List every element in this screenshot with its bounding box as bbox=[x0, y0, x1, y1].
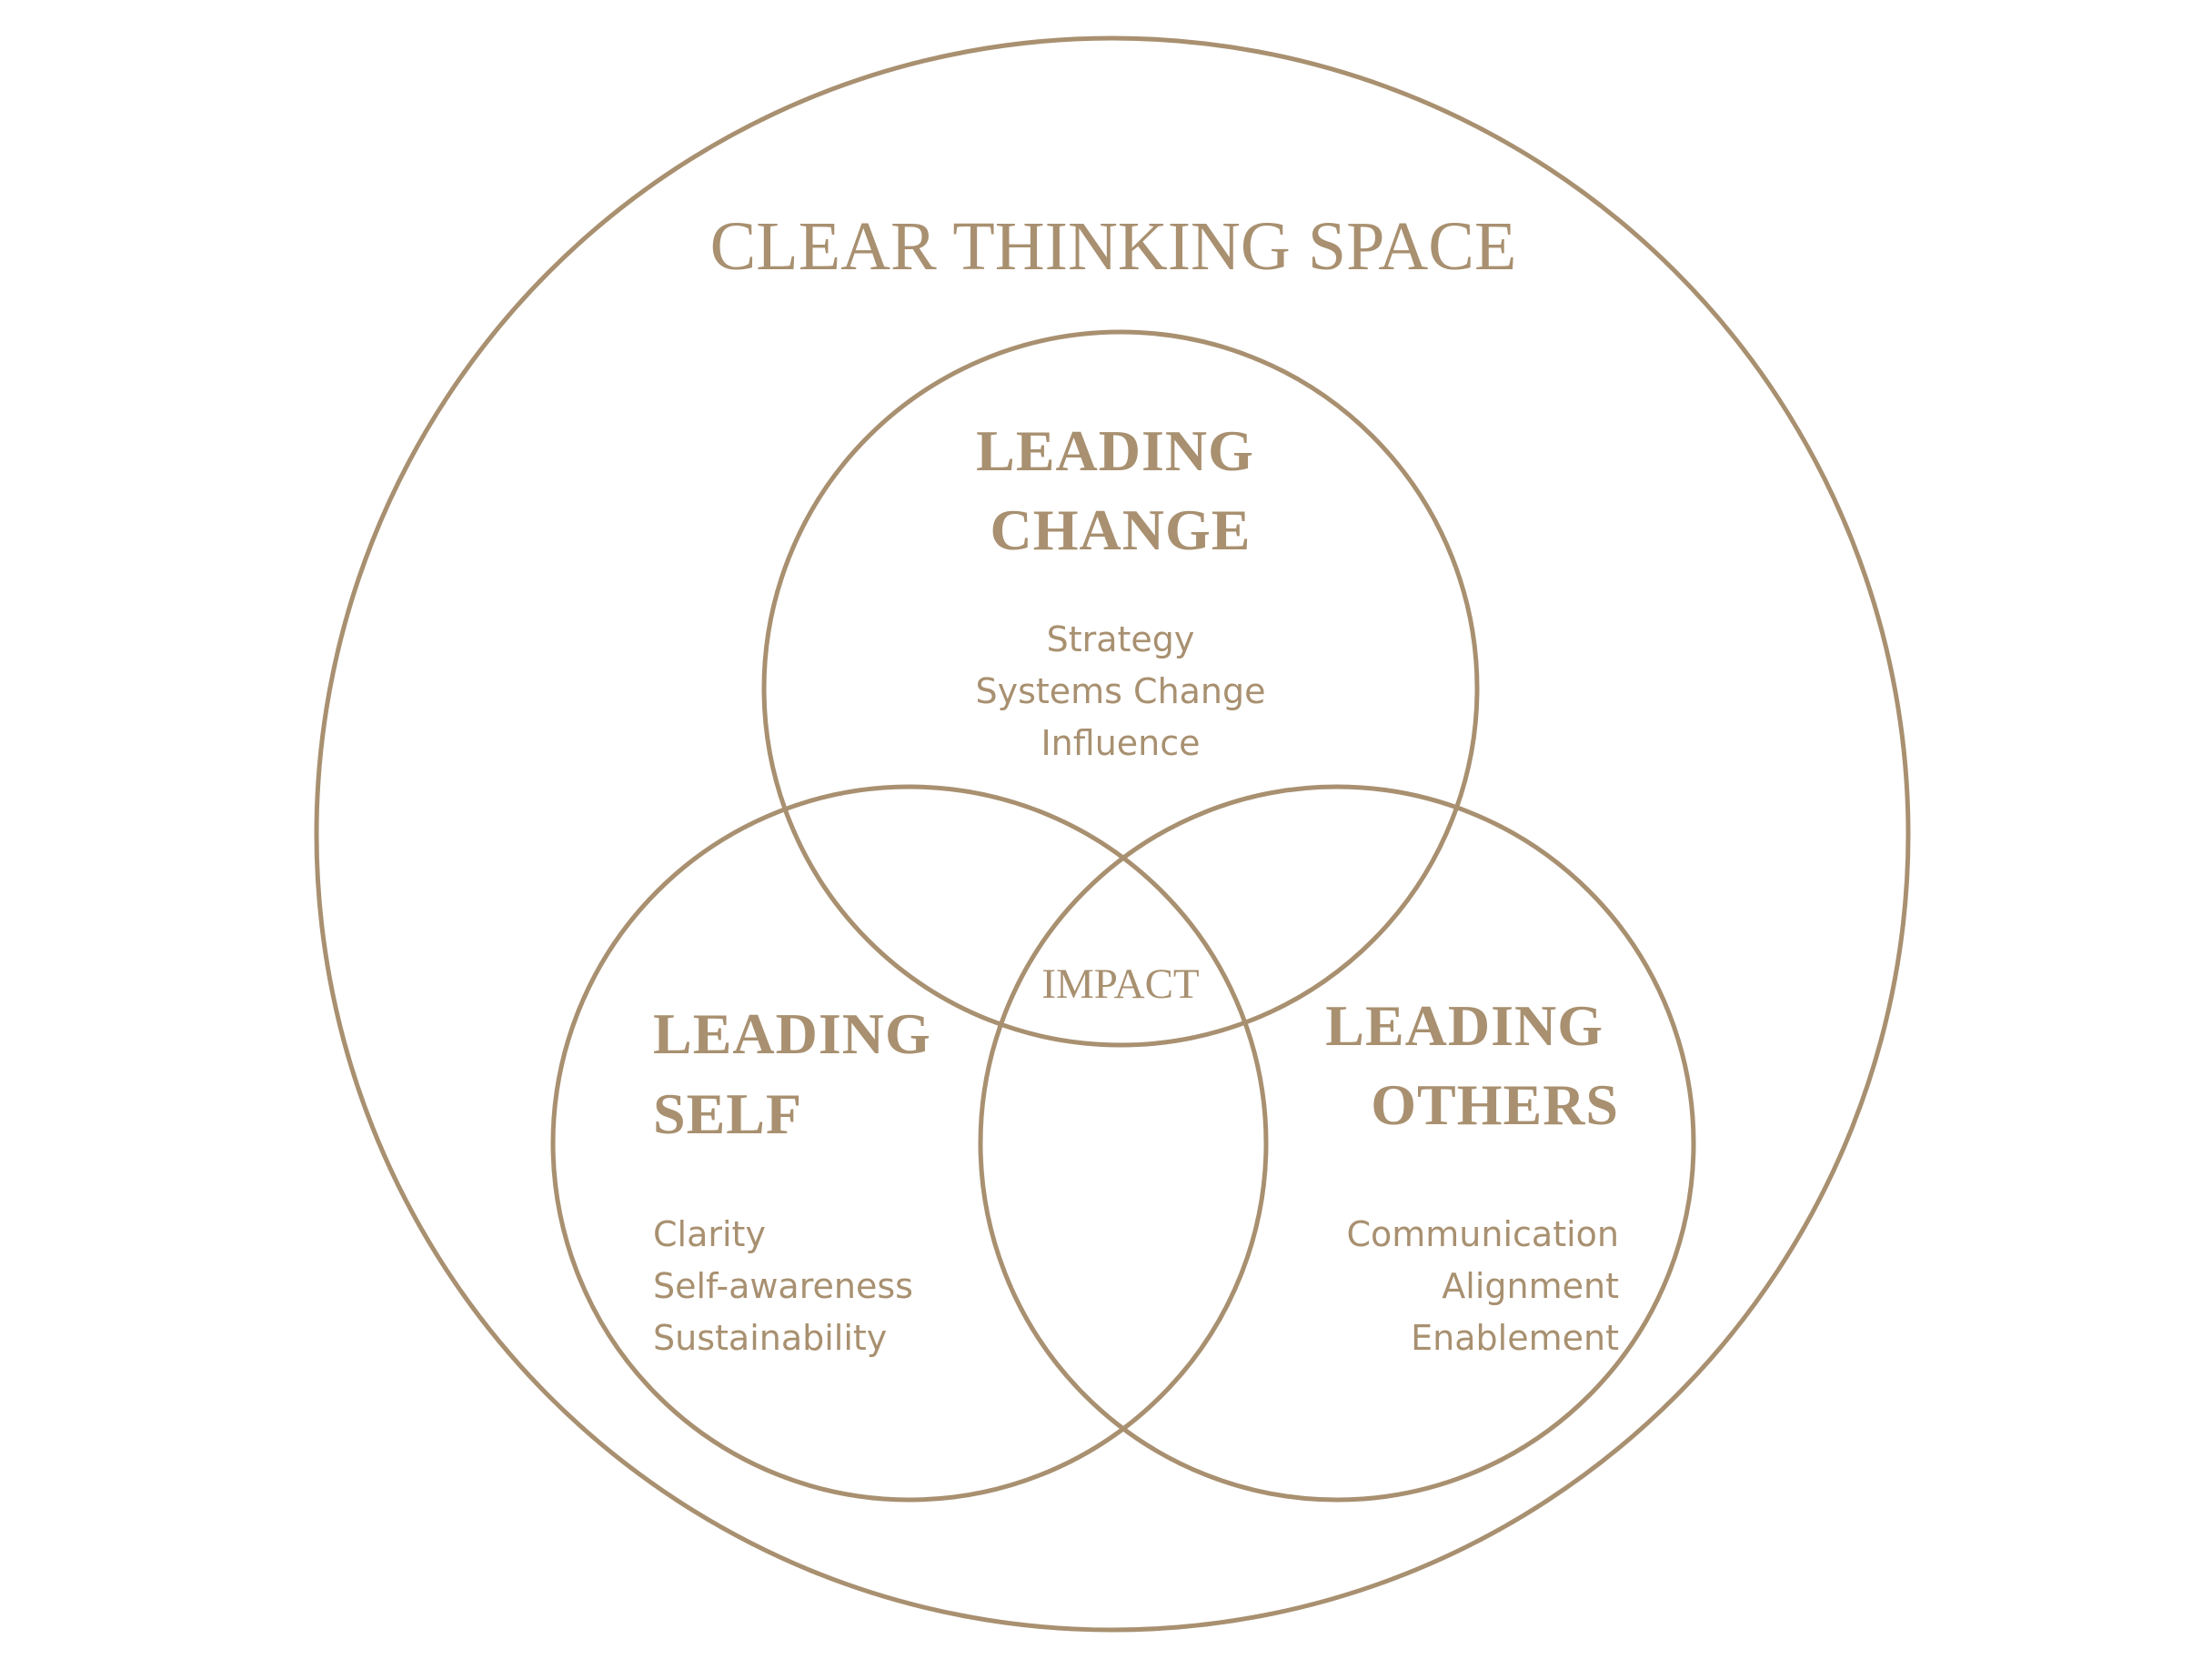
others-heading-line2: OTHERS bbox=[1371, 1072, 1619, 1137]
self-heading-line2: SELF bbox=[653, 1081, 802, 1146]
change-item-1: Strategy bbox=[1047, 619, 1195, 659]
self-item-2: Self-awareness bbox=[653, 1266, 913, 1306]
change-heading-line2: CHANGE bbox=[990, 498, 1252, 562]
self-item-1: Clarity bbox=[653, 1214, 766, 1254]
impact-label: IMPACT bbox=[1041, 960, 1199, 1008]
change-heading-line1: LEADING bbox=[976, 418, 1254, 483]
outer-title: CLEAR THINKING SPACE bbox=[710, 208, 1517, 285]
outer-circle bbox=[314, 35, 1911, 1633]
self-item-3: Sustainability bbox=[653, 1318, 887, 1358]
circle-leading-self bbox=[550, 784, 1269, 1503]
others-heading-line1: LEADING bbox=[1325, 993, 1604, 1058]
change-item-3: Influence bbox=[1041, 723, 1200, 763]
others-item-3: Enablement bbox=[1411, 1318, 1619, 1358]
others-item-2: Alignment bbox=[1442, 1266, 1619, 1306]
change-item-2: Systems Change bbox=[975, 671, 1265, 711]
circle-leading-others bbox=[978, 784, 1696, 1503]
others-item-1: Communication bbox=[1346, 1214, 1619, 1254]
self-heading-line1: LEADING bbox=[653, 1001, 931, 1066]
circle-leading-change bbox=[761, 329, 1480, 1048]
